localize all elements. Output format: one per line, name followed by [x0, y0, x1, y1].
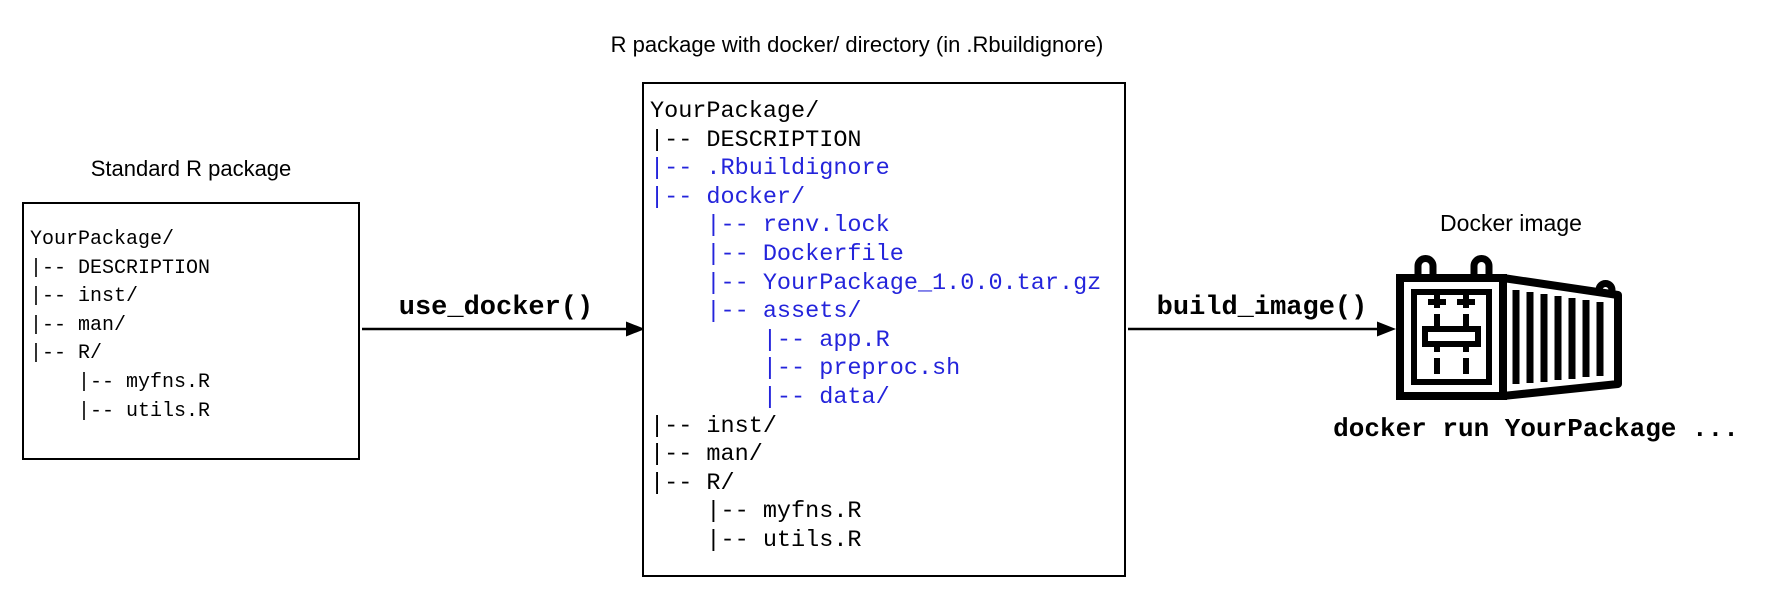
tree-line: |-- DESCRIPTION: [30, 256, 211, 280]
build-image-arrow: [1128, 321, 1396, 337]
left-box-title: Standard R package: [90, 156, 292, 181]
tree-line: |-- data/: [650, 383, 890, 411]
tree-line: |-- renv.lock: [650, 212, 890, 240]
tree-line: YourPackage/: [650, 98, 820, 125]
tree-line: |-- assets/: [650, 298, 862, 326]
tree-line: |-- inst/: [30, 285, 139, 309]
tree-line: |-- .Rbuildignore: [650, 155, 890, 183]
tree-line: |-- man/: [30, 313, 127, 337]
tree-line: |-- utils.R: [30, 399, 211, 423]
build-image-label: build_image(): [1156, 293, 1368, 323]
tree-line: |-- YourPackage_1.0.0.tar.gz: [650, 269, 1102, 297]
tree-line: |-- DESCRIPTION: [650, 126, 862, 154]
tree-line: |-- R/: [30, 342, 103, 366]
tree-line: |-- Dockerfile: [650, 240, 904, 268]
tree-line: |-- utils.R: [650, 526, 862, 554]
docker-package-tree-box: YourPackage/|-- DESCRIPTION|-- .Rbuildig…: [642, 82, 1126, 577]
use-docker-label: use_docker(): [398, 293, 594, 323]
tree-line: |-- inst/: [650, 412, 777, 440]
tree-line: |-- docker/: [650, 183, 806, 211]
docker-run-command: docker run YourPackage ...: [1333, 414, 1739, 444]
tree-line: |-- app.R: [650, 326, 890, 354]
tree-line: YourPackage/: [30, 228, 175, 251]
tree-line: |-- myfns.R: [650, 498, 862, 526]
tree-line: |-- myfns.R: [30, 370, 211, 394]
tree-line: |-- man/: [650, 441, 763, 469]
docker-image-title: Docker image: [1440, 210, 1582, 236]
middle-box-title: R package with docker/ directory (in .Rb…: [610, 32, 1104, 57]
use-docker-arrow: [362, 321, 645, 337]
left-package-tree-box: YourPackage/ |-- DESCRIPTION |-- inst/ |-- …: [22, 202, 360, 460]
tree-line: |-- R/: [650, 469, 735, 497]
tree-line: |-- preproc.sh: [650, 355, 961, 383]
shipping-container-icon: [1396, 255, 1622, 400]
